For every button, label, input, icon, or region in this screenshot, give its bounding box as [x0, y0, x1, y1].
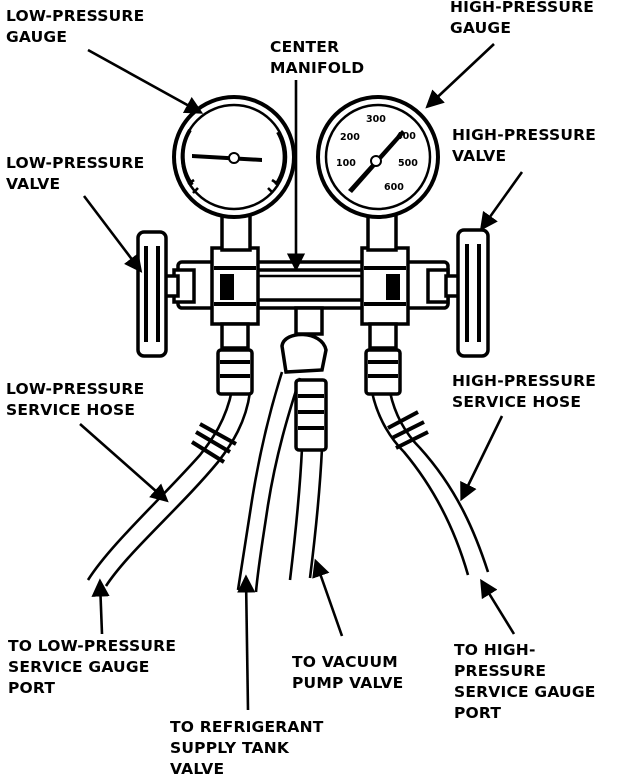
low-gauge-leader: [87, 48, 204, 114]
high-side-fitting: [364, 322, 402, 396]
svg-text:TO LOW-PRESSURE: TO LOW-PRESSURE: [8, 637, 176, 655]
label-low-pressure-gauge: LOW-PRESSURE GAUGE: [6, 7, 144, 46]
svg-text:HIGH-PRESSURE: HIGH-PRESSURE: [452, 372, 596, 390]
label-center-manifold: CENTER MANIFOLD: [270, 38, 364, 77]
svg-text:HIGH-PRESSURE: HIGH-PRESSURE: [450, 0, 594, 16]
low-pressure-service-hose: [86, 389, 252, 587]
label-high-pressure-hose: HIGH-PRESSURE SERVICE HOSE: [452, 372, 596, 411]
label-high-pressure-valve: HIGH-PRESSURE VALVE: [452, 126, 596, 165]
high-gauge-scale-200: 200: [340, 132, 360, 143]
label-to-high-port: TO HIGH- PRESSURE SERVICE GAUGE PORT: [454, 641, 596, 722]
center-fitting: [280, 306, 328, 452]
svg-text:PUMP VALVE: PUMP VALVE: [292, 674, 403, 692]
high-gauge-scale-400: 400: [396, 131, 416, 142]
svg-text:SUPPLY TANK: SUPPLY TANK: [170, 739, 290, 757]
svg-text:LOW-PRESSURE: LOW-PRESSURE: [6, 380, 144, 398]
svg-text:VALVE: VALVE: [452, 147, 506, 165]
svg-text:VALVE: VALVE: [170, 760, 224, 776]
vacuum-pump-hose: [288, 447, 324, 581]
svg-text:LOW-PRESSURE: LOW-PRESSURE: [6, 7, 144, 25]
svg-text:VALVE: VALVE: [6, 175, 60, 193]
label-to-vacuum: TO VACUUM PUMP VALVE: [292, 653, 403, 692]
svg-text:PORT: PORT: [454, 704, 501, 722]
svg-text:GAUGE: GAUGE: [6, 28, 67, 46]
label-low-pressure-valve: LOW-PRESSURE VALVE: [6, 154, 144, 193]
svg-text:TO HIGH-: TO HIGH-: [454, 641, 536, 659]
high-pressure-valve[interactable]: [444, 228, 490, 358]
label-high-pressure-gauge: HIGH-PRESSURE GAUGE: [450, 0, 594, 37]
low-gauge-needle: [192, 154, 262, 162]
high-hose-leader: [460, 415, 504, 502]
low-port-leader: [91, 578, 110, 635]
refrigerant-leader: [237, 574, 256, 711]
svg-text:HIGH-PRESSURE: HIGH-PRESSURE: [452, 126, 596, 144]
svg-text:TO REFRIGERANT: TO REFRIGERANT: [170, 718, 324, 736]
low-pressure-valve[interactable]: [136, 230, 180, 358]
center-manifold-body: [172, 246, 450, 326]
svg-text:LOW-PRESSURE: LOW-PRESSURE: [6, 154, 144, 172]
high-gauge-scale-100: 100: [336, 158, 356, 169]
svg-text:TO VACUUM: TO VACUUM: [292, 653, 398, 671]
low-pressure-gauge: [172, 95, 296, 219]
low-side-fitting: [216, 322, 254, 396]
refrigerant-supply-hose: [236, 371, 302, 593]
label-low-pressure-hose: LOW-PRESSURE SERVICE HOSE: [6, 380, 144, 419]
vacuum-leader: [312, 558, 344, 637]
svg-text:SERVICE HOSE: SERVICE HOSE: [452, 393, 581, 411]
svg-text:PRESSURE: PRESSURE: [454, 662, 546, 680]
svg-text:GAUGE: GAUGE: [450, 19, 511, 37]
label-to-low-port: TO LOW-PRESSURE SERVICE GAUGE PORT: [8, 637, 176, 697]
high-gauge-scale-300: 300: [366, 114, 386, 125]
high-gauge-scale-600: 600: [384, 182, 404, 193]
high-gauge-scale-500: 500: [398, 158, 418, 169]
high-gauge-leader: [425, 43, 495, 109]
svg-text:PORT: PORT: [8, 679, 55, 697]
low-hose-leader: [79, 423, 169, 503]
svg-text:SERVICE GAUGE: SERVICE GAUGE: [8, 658, 150, 676]
svg-text:MANIFOLD: MANIFOLD: [270, 59, 364, 77]
high-valve-leader: [479, 171, 524, 231]
label-to-refrigerant: TO REFRIGERANT SUPPLY TANK VALVE: [170, 718, 324, 776]
svg-text:SERVICE GAUGE: SERVICE GAUGE: [454, 683, 596, 701]
svg-text:CENTER: CENTER: [270, 38, 339, 56]
low-valve-leader: [82, 195, 143, 273]
high-port-leader: [480, 578, 516, 635]
svg-text:SERVICE HOSE: SERVICE HOSE: [6, 401, 135, 419]
high-pressure-service-hose: [370, 391, 490, 576]
high-pressure-gauge: 100 200 300 400 500 600: [316, 95, 440, 219]
